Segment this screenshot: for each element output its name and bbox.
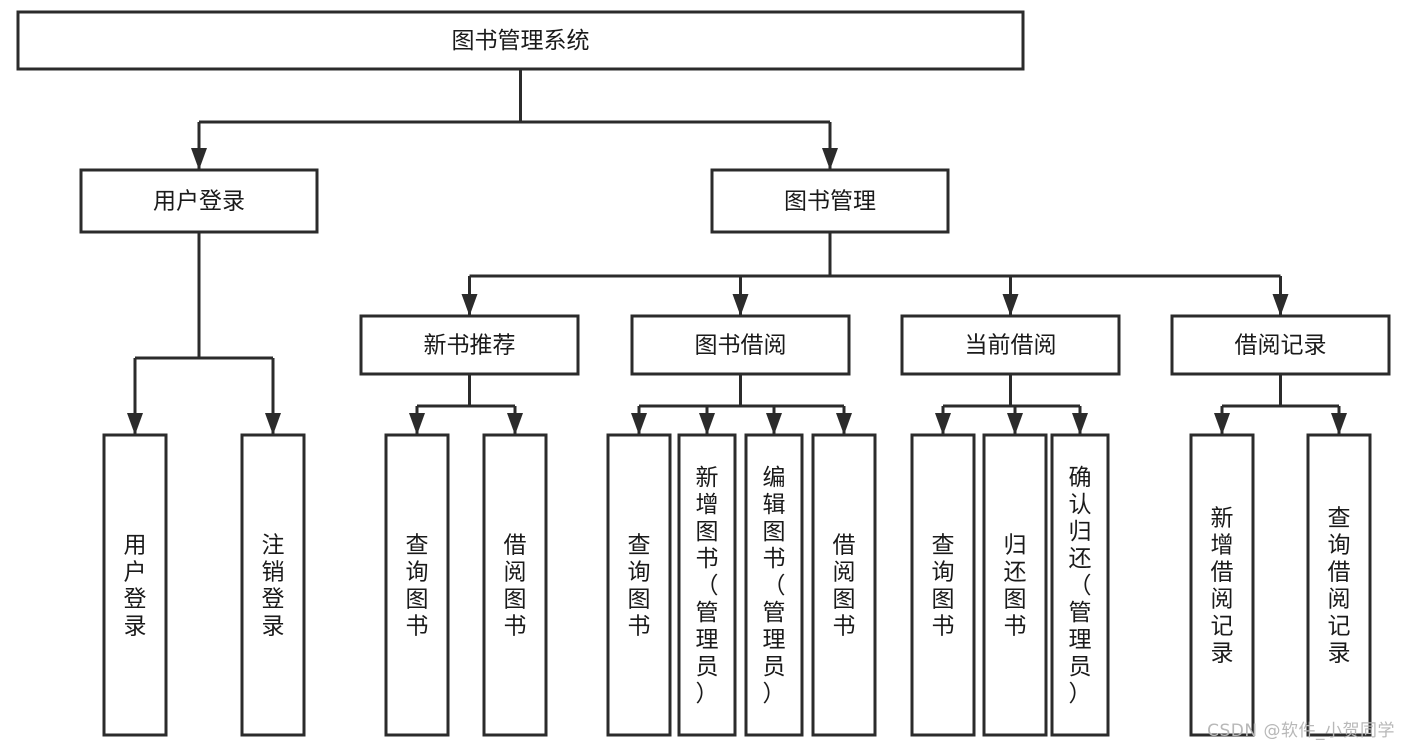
arrow-head-icon [127, 413, 143, 435]
node-leaf-edit-book[interactable]: 编辑图书（管理员） [744, 433, 804, 737]
node-leaf-query-book-c[interactable]: 查询图书 [910, 433, 976, 737]
node-current-borrow[interactable]: 当前借阅 [900, 314, 1121, 376]
node-box [384, 433, 450, 737]
node-box [16, 10, 1025, 71]
node-label: 图书管理系统 [452, 28, 590, 54]
node-user-login[interactable]: 用户登录 [79, 168, 319, 234]
node-leaf-borrow-book-b[interactable]: 借阅图书 [811, 433, 877, 737]
arrow-head-icon [1214, 413, 1230, 435]
node-label: 借阅记录 [1235, 333, 1327, 359]
arrow-head-icon [1331, 413, 1347, 435]
node-leaf-query-book-b[interactable]: 查询图书 [606, 433, 672, 737]
arrow-head-icon [732, 294, 749, 316]
node-box [240, 433, 306, 737]
node-leaf-query-book-a[interactable]: 查询图书 [384, 433, 450, 737]
node-label: 用户登录 [153, 189, 245, 215]
node-label: 查询图书 [628, 533, 651, 640]
node-label: 查询图书 [406, 533, 429, 640]
node-box [1189, 433, 1255, 737]
node-leaf-return-book[interactable]: 归还图书 [982, 433, 1048, 737]
node-leaf-logout[interactable]: 注销登录 [240, 433, 306, 737]
node-label: 借阅图书 [504, 533, 527, 640]
node-box [630, 314, 851, 376]
arrow-head-icon [191, 148, 207, 170]
node-leaf-borrow-book-a[interactable]: 借阅图书 [482, 433, 548, 737]
arrow-head-icon [461, 294, 478, 316]
node-box [79, 168, 319, 234]
node-box [710, 168, 950, 234]
node-box [359, 314, 580, 376]
node-label: 图书管理 [784, 189, 876, 215]
arrow-head-icon [836, 413, 852, 435]
watermark-text: CSDN @软件_小贺同学 [1207, 721, 1395, 741]
node-box [1306, 433, 1372, 737]
node-box [910, 433, 976, 737]
arrow-head-icon [409, 413, 425, 435]
node-label: 查询借阅记录 [1328, 506, 1351, 667]
arrow-head-icon [935, 413, 951, 435]
node-label: 借阅图书 [833, 533, 856, 640]
arrow-head-icon [631, 413, 647, 435]
nodes-layer: 图书管理系统用户登录图书管理新书推荐图书借阅当前借阅借阅记录用户登录注销登录查询… [16, 10, 1391, 737]
node-box [677, 433, 737, 737]
node-leaf-confirm-return[interactable]: 确认归还（管理员） [1050, 433, 1110, 737]
node-label: 用户登录 [124, 533, 147, 640]
node-box [744, 433, 804, 737]
node-box [102, 433, 168, 737]
arrow-head-icon [507, 413, 523, 435]
node-box [1170, 314, 1391, 376]
node-label: 新增图书（管理员） [696, 465, 719, 707]
node-leaf-user-login[interactable]: 用户登录 [102, 433, 168, 737]
node-box [982, 433, 1048, 737]
arrow-head-icon [1072, 413, 1088, 435]
arrow-head-icon [822, 148, 838, 170]
node-label: 确认归还（管理员） [1069, 465, 1092, 707]
node-box [1050, 433, 1110, 737]
node-new-book-rec[interactable]: 新书推荐 [359, 314, 580, 376]
arrow-head-icon [766, 413, 782, 435]
edges-layer [127, 69, 1347, 435]
node-leaf-query-record[interactable]: 查询借阅记录 [1306, 433, 1372, 737]
node-borrow-record[interactable]: 借阅记录 [1170, 314, 1391, 376]
node-label: 新书推荐 [424, 333, 516, 359]
node-box [900, 314, 1121, 376]
node-label: 查询图书 [932, 533, 955, 640]
node-label: 图书借阅 [695, 333, 787, 359]
arrow-head-icon [1272, 294, 1289, 316]
node-label: 注销登录 [262, 533, 285, 640]
node-root[interactable]: 图书管理系统 [16, 10, 1025, 71]
arrow-head-icon [1007, 413, 1023, 435]
node-book-manage[interactable]: 图书管理 [710, 168, 950, 234]
node-box [606, 433, 672, 737]
node-leaf-add-book[interactable]: 新增图书（管理员） [677, 433, 737, 737]
arrow-head-icon [1002, 294, 1019, 316]
arrow-head-icon [265, 413, 281, 435]
node-box [811, 433, 877, 737]
node-box [482, 433, 548, 737]
node-label: 当前借阅 [965, 333, 1057, 359]
node-book-borrow[interactable]: 图书借阅 [630, 314, 851, 376]
arrow-head-icon [699, 413, 715, 435]
node-label: 编辑图书（管理员） [763, 465, 786, 707]
node-leaf-add-record[interactable]: 新增借阅记录 [1189, 433, 1255, 737]
node-label: 新增借阅记录 [1211, 506, 1234, 667]
node-label: 归还图书 [1004, 533, 1027, 640]
